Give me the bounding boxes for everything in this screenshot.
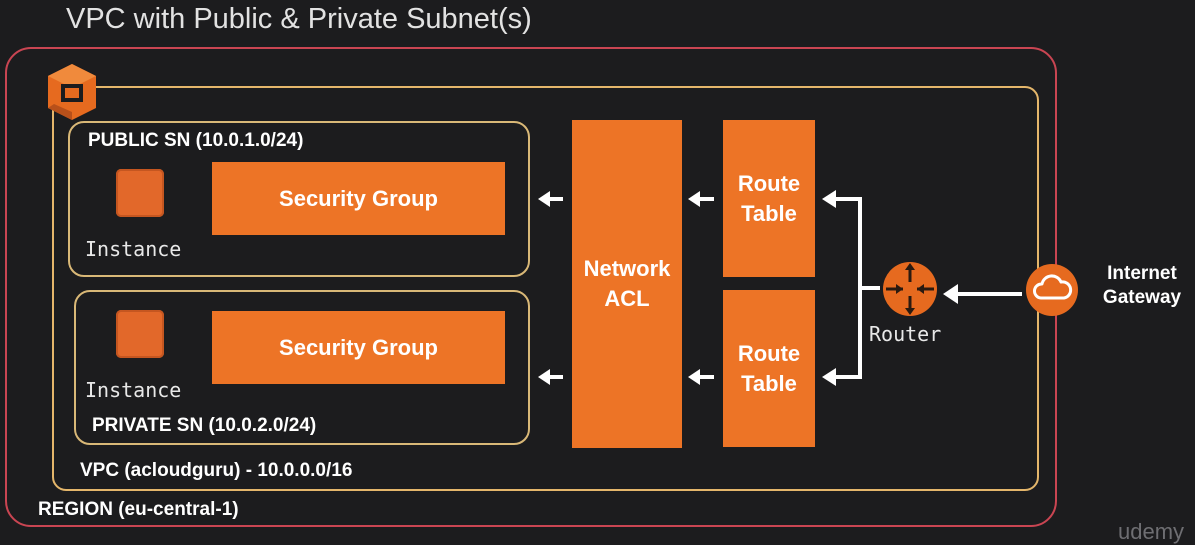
private-subnet-label: PRIVATE SN (10.0.2.0/24) [92,415,317,436]
router-bracket [836,197,880,379]
public-instance-icon [116,169,164,217]
cloud-icon[interactable] [1024,262,1080,318]
arrow-rt-top-to-acl [688,191,714,207]
arrow-rt-bottom-to-acl [688,369,714,385]
diagram-title: VPC with Public & Private Subnet(s) [66,3,532,35]
route-table-top-line2: Table [741,200,797,226]
private-instance-label: Instance [85,378,182,402]
vpc-label: VPC (acloudguru) - 10.0.0.0/16 [80,460,353,481]
route-table-top-line1: Route [737,170,801,196]
network-acl-label-line2: ACL [604,286,650,311]
internet-gateway-label: Internet Gateway [1088,262,1195,310]
arrow-acl-to-private-sg [538,369,563,385]
arrow-router-to-rt-bottom [822,368,836,386]
public-subnet-label: PUBLIC SN (10.0.1.0/24) [88,130,304,151]
route-table-top[interactable]: Route Table [723,120,815,277]
region-label: REGION (eu-central-1) [38,499,239,520]
public-instance-label: Instance [85,237,182,261]
internet-gateway-line1: Internet [1107,263,1177,284]
network-acl-label-line1: Network [583,256,671,281]
router-icon[interactable] [881,260,939,318]
private-subnet [74,290,530,445]
route-table-bottom-line2: Table [741,370,797,396]
arrow-acl-to-public-sg [538,191,563,207]
private-security-group[interactable]: Security Group [212,311,505,384]
private-instance-icon [116,310,164,358]
internet-gateway-line2: Gateway [1102,287,1182,308]
arrow-gateway-to-router [943,284,1022,304]
public-security-group[interactable]: Security Group [212,162,505,235]
arrow-router-to-rt-top [822,190,836,208]
router-label: Router [869,322,942,346]
watermark: udemy [1118,519,1185,544]
route-table-bottom[interactable]: Route Table [723,290,815,447]
public-subnet [68,121,530,277]
network-acl[interactable]: Network ACL [572,120,682,448]
aws-vpc-icon [48,64,96,120]
route-table-bottom-line1: Route [737,340,801,366]
